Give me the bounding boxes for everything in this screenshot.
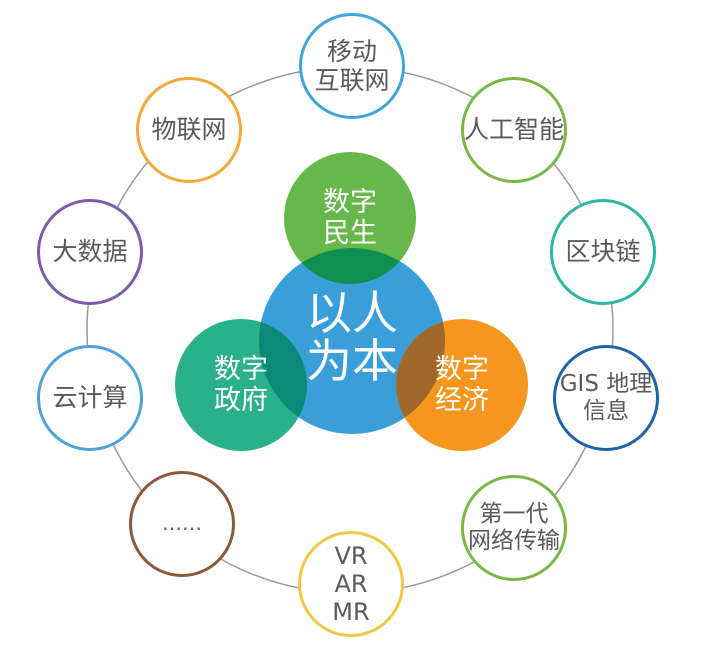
- tech-node-next-gen-network: 第一代网络传输: [461, 475, 567, 581]
- tech-node-label: 人工智能: [464, 115, 565, 145]
- tech-node-big-data: 大数据: [37, 199, 143, 305]
- tech-node-mobile-internet: 移动互联网: [299, 13, 405, 119]
- tech-node-label: 信息: [583, 398, 629, 424]
- tech-node-label: 物联网: [151, 115, 227, 145]
- tech-node-label: 云计算: [52, 383, 128, 413]
- tech-node-blockchain: 区块链: [550, 199, 656, 305]
- tech-node-label: 大数据: [52, 237, 128, 267]
- tech-node-more: ……: [129, 471, 235, 577]
- tech-node-label: 移动: [326, 36, 377, 66]
- tech-node-ai: 人工智能: [461, 77, 567, 183]
- tech-node-label: VR: [334, 541, 368, 570]
- tech-node-cloud-computing: 云计算: [37, 345, 143, 451]
- tech-node-label: 网络传输: [468, 528, 560, 554]
- tech-node-label: 互联网: [314, 66, 390, 95]
- tech-node-label: ……: [162, 511, 202, 536]
- tech-node-gis: GIS 地理信息: [553, 345, 659, 451]
- tech-node-iot: 物联网: [136, 77, 242, 183]
- tech-node-label: 第一代: [479, 500, 549, 527]
- tech-node-label: GIS 地理: [559, 370, 653, 397]
- tech-node-label: MR: [332, 598, 370, 627]
- tech-node-label: AR: [334, 569, 368, 598]
- tech-node-label: 区块链: [565, 237, 641, 267]
